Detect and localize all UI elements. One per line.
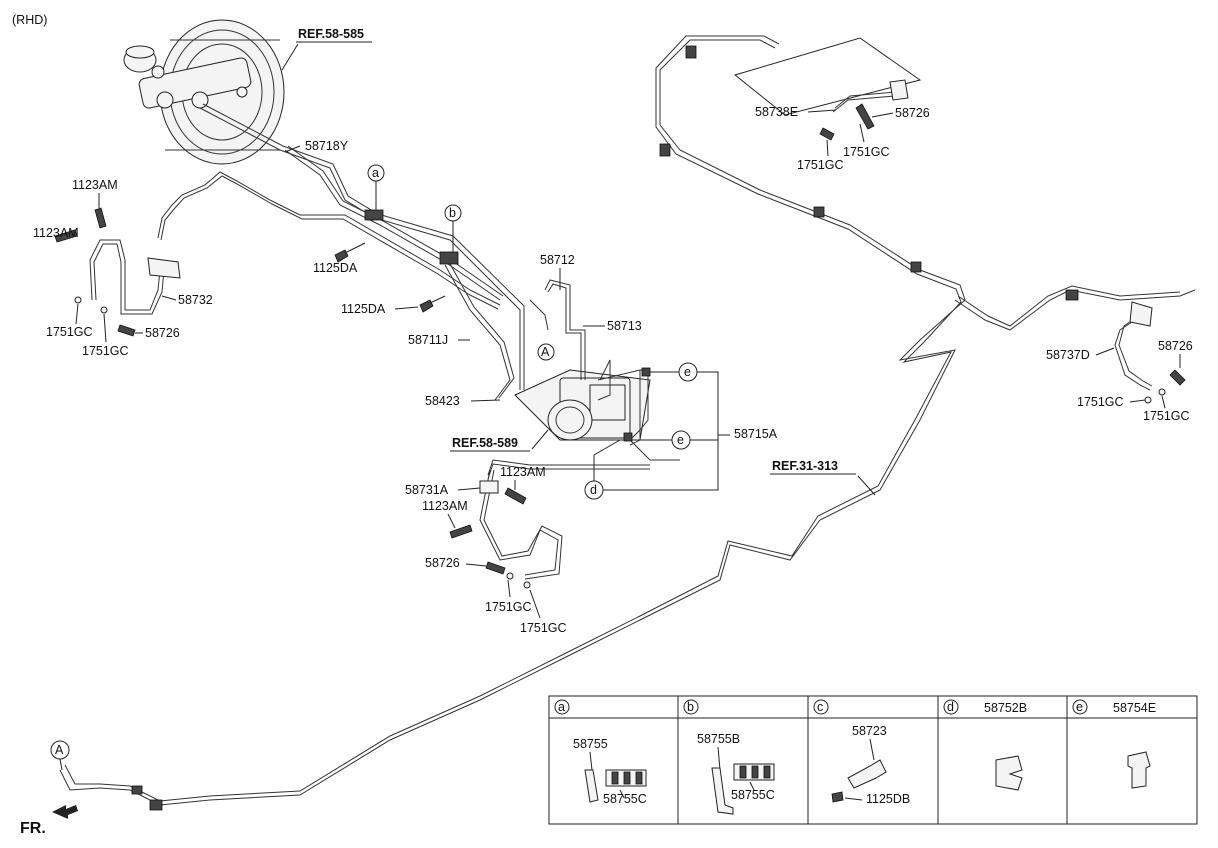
svg-text:d: d (947, 700, 954, 714)
label-1751GC-1: 1751GC (46, 325, 93, 339)
legend-cell-c: c 58723 1125DB (813, 699, 910, 806)
bolt-1125DA-1 (334, 242, 366, 263)
label-58726-2: 58726 (425, 556, 460, 570)
label-58718Y: 58718Y (305, 139, 349, 153)
label-58726-1: 58726 (145, 326, 180, 340)
legend-cell-b: b 58755B 58755C (683, 699, 775, 815)
front-right-hose (449, 459, 650, 589)
label-58713: 58713 (607, 319, 642, 333)
label-58731A: 58731A (405, 483, 449, 497)
label-1123AM-3: 1123AM (500, 465, 546, 479)
legend-c-part-1: 58723 (852, 724, 887, 738)
rear-right-hose (1114, 301, 1186, 404)
label-1751GC-4: 1751GC (520, 621, 567, 635)
svg-text:e: e (677, 433, 684, 447)
svg-text:b: b (687, 700, 694, 714)
legend-b-part-1: 58755B (697, 732, 740, 746)
rear-upper-detail (733, 37, 922, 141)
label-1751GC-3: 1751GC (485, 600, 532, 614)
label-1751GC-2: 1751GC (82, 344, 129, 358)
callout-A-bottom: A (50, 740, 70, 771)
front-direction-arrow (52, 805, 78, 819)
svg-text:b: b (449, 206, 456, 220)
brake-booster (123, 19, 285, 165)
label-1751GC-5: 1751GC (797, 158, 844, 172)
legend-e-part: 58754E (1113, 701, 1156, 715)
label-1123AM-4: 1123AM (422, 499, 468, 513)
label-1125DA-2: 1125DA (341, 302, 386, 316)
label-1123AM-2: 1123AM (33, 226, 79, 240)
svg-text:A: A (55, 743, 64, 757)
svg-text:a: a (372, 166, 379, 180)
svg-text:a: a (558, 700, 565, 714)
label-1751GC-6: 1751GC (843, 145, 890, 159)
legend-table: a 58755 58755C b 58755B 58755C c 58723 1… (548, 695, 1198, 825)
label-1125DA-1: 1125DA (313, 261, 358, 275)
front-direction-label: FR. (20, 820, 46, 837)
callout-b-top: b (444, 204, 462, 252)
svg-text:c: c (817, 700, 823, 714)
abs-module (514, 359, 651, 446)
front-left-hose (54, 207, 181, 337)
label-58726-3: 58726 (895, 106, 930, 120)
label-1751GC-8: 1751GC (1143, 409, 1190, 423)
svg-text:e: e (1076, 700, 1083, 714)
legend-a-part-2: 58755C (603, 792, 647, 806)
label-58738E: 58738E (755, 105, 798, 119)
label-58423: 58423 (425, 394, 460, 408)
bolt-1125DA-2 (419, 295, 446, 313)
legend-b-part-2: 58755C (731, 788, 775, 802)
legend-d-part: 58752B (984, 701, 1027, 715)
callout-a-top: a (367, 164, 385, 210)
front-brake-lines (157, 103, 525, 401)
svg-text:e: e (684, 365, 691, 379)
abs-pipes (529, 279, 680, 461)
legend-a-part-1: 58755 (573, 737, 608, 751)
label-58711J: 58711J (408, 333, 448, 347)
legend-cell-e: e 58754E (1072, 699, 1156, 789)
label-1123AM-1: 1123AM (72, 178, 118, 192)
callout-e-upper: e (650, 362, 698, 382)
label-1751GC-7: 1751GC (1077, 395, 1124, 409)
leader-58715A (603, 371, 730, 491)
svg-text:A: A (541, 345, 550, 359)
legend-cell-d: d 58752B (943, 699, 1027, 791)
label-58737D: 58737D (1046, 348, 1090, 362)
label-58712: 58712 (540, 253, 575, 267)
callout-A-abs: A (537, 343, 555, 361)
label-58715A: 58715A (734, 427, 778, 441)
legend-c-part-2: 1125DB (866, 792, 910, 806)
label-58726-4: 58726 (1158, 339, 1193, 353)
ref-abs[interactable]: REF.58-589 (452, 436, 518, 450)
ref-rear-line[interactable]: REF.31-313 (772, 459, 838, 473)
label-58732: 58732 (178, 293, 213, 307)
rear-brake-line (59, 35, 1196, 811)
ref-booster[interactable]: REF.58-585 (298, 27, 364, 41)
legend-cell-a: a 58755 58755C (554, 699, 647, 806)
variant-label: (RHD) (12, 13, 47, 27)
svg-text:d: d (590, 483, 597, 497)
